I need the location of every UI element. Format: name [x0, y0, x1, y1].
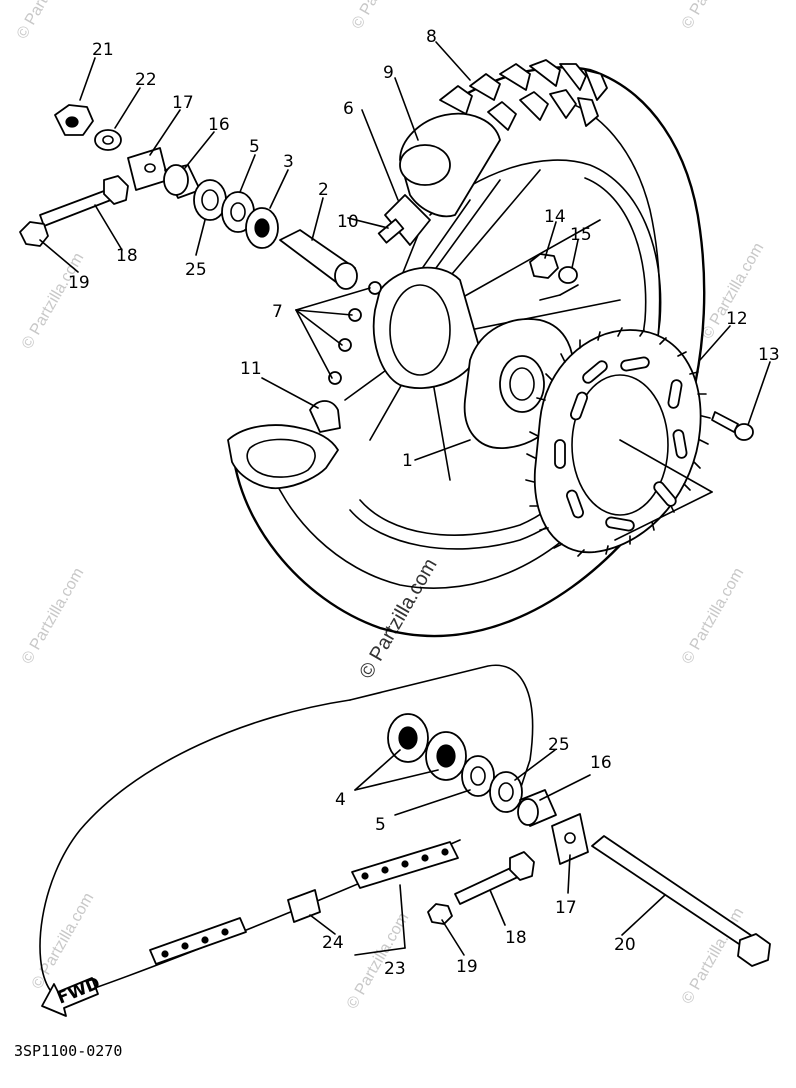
callout-3: 3	[283, 152, 294, 172]
seal-25b	[489, 771, 523, 813]
callout-14: 14	[544, 207, 566, 227]
watermark: © Partzilla.com	[679, 565, 748, 667]
callout-2: 2	[318, 180, 329, 200]
washer-22	[94, 129, 122, 151]
callout-18b: 18	[505, 928, 527, 948]
callout-18: 18	[116, 246, 138, 266]
sprocket	[525, 327, 711, 557]
callout-16b: 16	[590, 753, 612, 773]
bolt-13	[711, 411, 739, 433]
watermark: © Partzilla.com	[349, 0, 418, 32]
washer-15	[558, 266, 578, 284]
callout-17: 17	[172, 93, 194, 113]
callout-10: 10	[337, 212, 359, 232]
callout-16: 16	[208, 115, 230, 135]
callout-7: 7	[272, 302, 283, 322]
callout-21: 21	[92, 40, 114, 60]
callout-6: 6	[343, 99, 354, 119]
watermark: © Partzilla.com	[19, 565, 88, 667]
callout-11: 11	[240, 359, 262, 379]
callout-24: 24	[322, 933, 344, 953]
sprocket-slots	[554, 356, 688, 532]
chain-joint-24	[287, 889, 321, 923]
callout-22: 22	[135, 70, 157, 90]
nut-14	[529, 253, 559, 279]
callout-13: 13	[758, 345, 780, 365]
callout-25: 25	[185, 260, 207, 280]
watermark: © Partzilla.com	[679, 0, 748, 32]
leader-lines-bottom	[309, 749, 666, 956]
callout-1: 1	[402, 451, 413, 471]
callout-23: 23	[384, 959, 406, 979]
callout-9: 9	[383, 63, 394, 83]
callout-12: 12	[726, 309, 748, 329]
chain	[39, 699, 461, 1001]
nut-19b	[427, 903, 453, 925]
adjuster-plate-17b	[551, 813, 589, 865]
watermark: © Partzilla.com	[19, 250, 88, 352]
rim	[349, 159, 662, 550]
callout-17b: 17	[555, 898, 577, 918]
tire-section	[227, 424, 339, 490]
watermark: © Partzilla.com	[14, 0, 83, 42]
axle-left-hardware	[19, 104, 754, 441]
rear-wheel	[227, 59, 706, 638]
hub	[372, 266, 481, 389]
axle-20	[591, 835, 759, 951]
callout-20: 20	[614, 935, 636, 955]
axle-right-hardware: FWD	[39, 664, 771, 1017]
callout-labels: 1 2 3 4 5 5 6 7 8 9 10 11 12 13 14 15 16…	[68, 27, 780, 979]
fwd-label: FWD	[54, 973, 103, 1008]
callout-5: 5	[249, 137, 260, 157]
callout-25b: 25	[548, 735, 570, 755]
fwd-arrow: FWD	[41, 973, 103, 1017]
callout-19b: 19	[456, 957, 478, 977]
adjuster-plate-17	[127, 147, 169, 191]
diagram-code: 3SP1100-0270	[14, 1042, 122, 1060]
leader-lines-top	[39, 41, 771, 541]
callout-5b: 5	[375, 815, 386, 835]
callout-8: 8	[426, 27, 437, 47]
bolt-18b	[454, 865, 521, 905]
callout-19: 19	[68, 273, 90, 293]
tire-tread	[439, 59, 608, 131]
tube-valve	[384, 194, 431, 246]
callout-15: 15	[570, 225, 592, 245]
spacer-5b	[461, 755, 495, 797]
callout-4: 4	[335, 790, 346, 810]
